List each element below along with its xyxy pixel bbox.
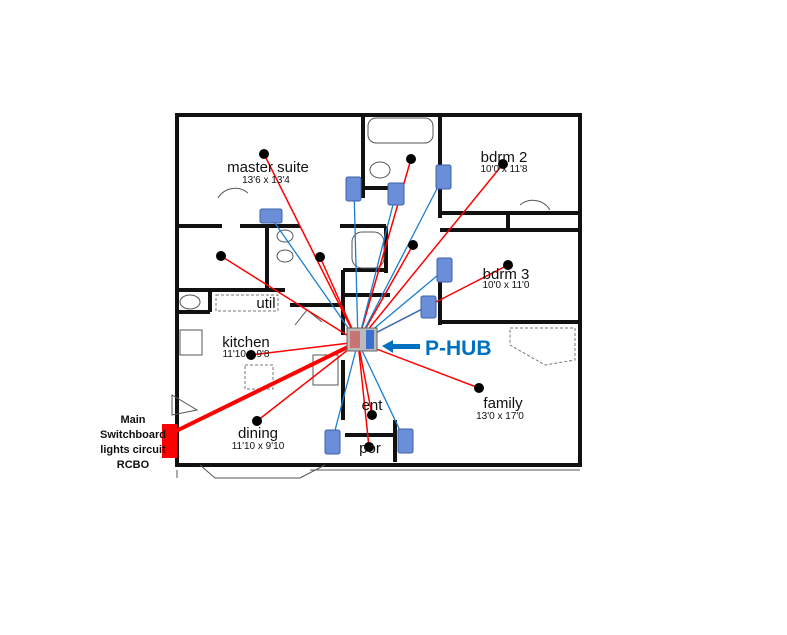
room-name: ent (362, 397, 384, 414)
room-name: bdrm 3 (483, 266, 530, 283)
hub-arrow-icon (382, 340, 420, 353)
room-name: master suite (227, 159, 309, 176)
switch-icon[interactable] (397, 428, 414, 454)
switch-icon[interactable] (345, 176, 362, 202)
switch-icon[interactable] (324, 429, 341, 455)
p-hub[interactable] (346, 327, 378, 352)
wall-switches (259, 164, 453, 455)
switchboard-label-line: RCBO (116, 459, 150, 471)
room-name: dining (238, 425, 278, 442)
light-point[interactable] (259, 149, 269, 159)
light-point[interactable] (315, 252, 325, 262)
hub-label: P-HUB (425, 337, 492, 360)
light-points (216, 149, 513, 452)
room-labels: master suite 13'6 x 13'4 bdrm 2 10'0 x 1… (222, 149, 530, 457)
switch-icon[interactable] (435, 164, 452, 190)
switchboard-label-line: lights circuit (100, 444, 166, 456)
room-name: util (256, 295, 275, 312)
room-dims: 11'10 x 9'10 (232, 441, 285, 452)
rcbo-box[interactable] (162, 424, 177, 458)
switchboard-label-line: Main (120, 414, 146, 426)
room-name: bdrm 2 (481, 149, 528, 166)
light-point[interactable] (216, 251, 226, 261)
light-point[interactable] (364, 442, 374, 452)
light-point[interactable] (367, 410, 377, 420)
room-dims: 13'6 x 13'4 (242, 175, 290, 186)
room-dims: 11'10 x 9'8 (222, 349, 269, 360)
main-feed-wire (171, 340, 359, 435)
room-name: por (359, 440, 381, 457)
switch-icon[interactable] (259, 208, 283, 224)
switch-icon[interactable] (420, 295, 437, 319)
switch-icon[interactable] (387, 182, 405, 206)
hub-terminals (366, 330, 374, 349)
switchboard-label: Main Switchboard lights circuit RCBO (98, 413, 168, 473)
room-dims: 10'0 x 11'0 (482, 280, 529, 291)
room-dims: 10'0 x 11'8 (480, 164, 527, 175)
switchboard-label-line: Switchboard (99, 429, 166, 441)
room-dims: 13'0 x 17'0 (476, 411, 524, 422)
light-point[interactable] (252, 416, 262, 426)
light-point[interactable] (498, 159, 508, 169)
room-name: kitchen (222, 334, 270, 351)
light-point[interactable] (503, 260, 513, 270)
switch-icon[interactable] (436, 257, 453, 283)
hub-terminals (350, 331, 360, 348)
light-point[interactable] (406, 154, 416, 164)
room-name: family (483, 395, 523, 412)
light-point[interactable] (474, 383, 484, 393)
switch-wires (269, 176, 445, 443)
light-point[interactable] (408, 240, 418, 250)
light-point[interactable] (246, 350, 256, 360)
